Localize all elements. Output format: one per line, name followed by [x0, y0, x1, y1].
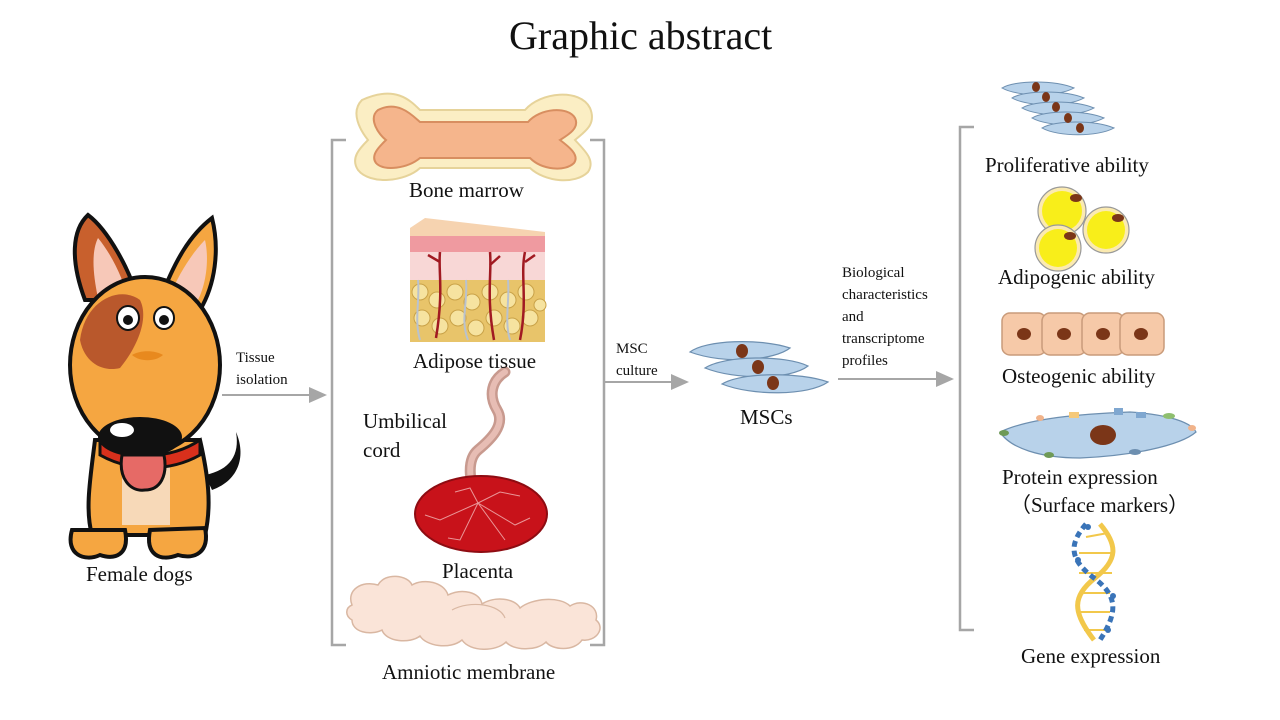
- label-adipose-tissue: Adipose tissue: [413, 349, 537, 373]
- page-title: Graphic abstract: [509, 13, 773, 58]
- label-biological-characteristics: Biological characteristics and transcrip…: [842, 265, 928, 369]
- label-bone-marrow: Bone marrow: [409, 178, 524, 202]
- adipocytes-icon: [1034, 186, 1130, 272]
- bracket-outcomes: [958, 125, 974, 632]
- label-mscs: MSCs: [740, 405, 793, 429]
- proliferating-cells-icon: [1001, 81, 1116, 136]
- dna-helix-icon: [1071, 522, 1116, 642]
- label-surface-markers: （Surface markers）: [1010, 493, 1190, 517]
- label-umbilical-cord: Umbilical cord: [363, 409, 447, 462]
- right-bracket-tissues: [590, 138, 606, 647]
- dog-icon: [68, 212, 241, 560]
- label-proliferative-ability: Proliferative ability: [985, 153, 1149, 177]
- placenta-icon: [414, 475, 548, 553]
- label-tissue-isolation: Tissue isolation: [236, 350, 288, 388]
- bone-icon: [354, 92, 593, 182]
- label-placenta: Placenta: [442, 559, 514, 583]
- adipose-tissue-icon: [410, 218, 547, 342]
- surface-marker-cell-icon: [999, 408, 1197, 459]
- label-osteogenic-ability: Osteogenic ability: [1002, 364, 1156, 388]
- label-female-dogs: Female dogs: [86, 562, 193, 586]
- amniotic-membrane-icon: [346, 575, 601, 650]
- umbilical-cord-icon: [464, 366, 511, 511]
- label-msc-culture: MSC culture: [616, 341, 658, 379]
- label-adipogenic-ability: Adipogenic ability: [998, 265, 1155, 289]
- osteocytes-icon: [1001, 312, 1165, 356]
- left-bracket-tissues: [330, 138, 346, 647]
- label-protein-expression: Protein expression: [1002, 465, 1158, 489]
- label-gene-expression: Gene expression: [1021, 644, 1161, 668]
- label-amniotic-membrane: Amniotic membrane: [382, 660, 556, 684]
- msc-cells-icon: [688, 341, 830, 394]
